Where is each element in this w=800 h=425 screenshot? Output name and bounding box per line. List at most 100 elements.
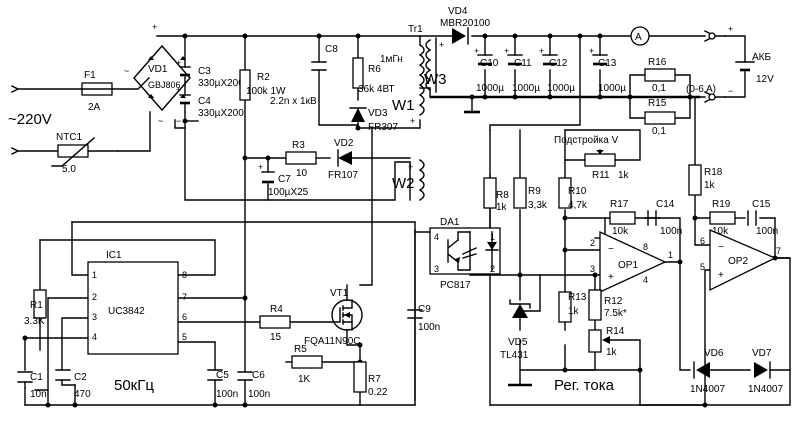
r6-value-label: 36k 4ВТ [358,84,395,95]
r3-value-label: 10 [296,168,308,179]
ic1-pin-7: 7 [182,292,187,302]
r2-value-label: 100k 1W [246,86,286,97]
capacitor-c5: C5 100n [207,369,238,400]
c5-value-label: 100n [216,389,238,400]
diode-vd4: VD4 MBR20100 [440,6,490,45]
capacitor-c3: + C3 330µX200 [176,58,244,89]
r9-value-label: 3,3k [528,200,548,211]
r5-value-label: 1K [298,374,311,385]
bridge-ac-bottom-mark: ~ [158,116,163,126]
r14-value-label: 1k [606,347,618,358]
resistor-r19: R19 10k [709,199,736,237]
c11-label: C11 [514,58,532,69]
capacitor-c11: + C11 1000µ [504,46,540,94]
capacitor-c9: C9 100n [407,304,440,333]
r13-value-label: 1k [568,306,580,317]
resistor-r18: R18 1k [688,164,723,196]
f1-rating-label: 2A [88,102,101,113]
vd5-type-label: TL431 [500,350,529,361]
resistor-r16: R16 0,1 [644,57,676,94]
w3-polarity-mark: + [439,40,444,50]
op1-inverting-mark: − [608,244,614,255]
op2-pin-7: 7 [776,246,781,256]
ic1-pin-6: 6 [182,312,187,322]
opamp-op1: − + OP1 2 3 1 8 4 [590,230,673,294]
tr1-label: Tr1 [408,24,423,35]
trimmer-r11: R11 1k [584,150,630,181]
c6-value-label: 100n [248,389,270,400]
vd4-type-label: MBR20100 [440,18,490,29]
vd7-label: VD7 [752,348,772,359]
r18-value-label: 1k [704,180,716,191]
vd6-type-label: 1N4007 [690,384,725,395]
c15-value-label: 100n [756,226,778,237]
r16-label: R16 [648,57,667,68]
potentiometer-r14: R14 1k [588,326,625,358]
c4-plus-mark: + [176,85,181,95]
vd1-type-label: GBJ806 [148,80,181,90]
ic1-pin-4: 4 [92,332,97,342]
battery-label: АКБ [752,52,771,63]
r7-value-label: 0.22 [368,387,388,398]
c2-value-label: 470 [74,389,91,400]
mains-voltage-label: ~220V [8,111,52,128]
capacitor-c15: C15 100n [747,199,778,237]
bridge-minus-mark: − [176,116,181,126]
c11-value-label: 1000µ [512,83,540,94]
r6-label: R6 [368,64,381,75]
resistor-r12: R12 7.5k* [588,289,627,321]
c1-label: C1 [30,372,43,383]
da1-pin-1: 1 [490,232,495,242]
resistor-r2: R2 100k 1W [239,69,286,101]
r10-label: R10 [568,186,587,197]
resistor-r8: R8 1k [483,177,509,213]
c12-label: C12 [549,58,568,69]
vt1-label: VT1 [330,288,349,299]
capacitor-c4: + C4 330µX200 [176,85,244,119]
ic1-pin-8: 8 [182,270,187,280]
vd5-label: VD5 [508,337,528,348]
r8-label: R8 [496,190,509,201]
r1-label: R1 [30,300,43,311]
r12-value-label: 7.5k* [604,308,627,319]
op1-pin-2: 2 [590,238,595,248]
op1-pin-8: 8 [643,242,648,252]
r7-label: R7 [368,374,381,385]
r5-label: R5 [294,344,307,355]
vd2-type-label: FR107 [328,170,358,181]
c8-value-label: 2.2n x 1кВ [270,96,317,107]
op1-label: OP1 [618,260,638,271]
r14-label: R14 [606,326,625,337]
ic1-type-label: UC3842 [108,306,145,317]
c10-value-label: 1000µ [476,83,504,94]
diode-vd6: VD6 1N4007 [690,348,725,395]
op2-pin-5: 5 [700,262,705,272]
c9-value-label: 100n [418,322,440,333]
r11-label: R11 [592,170,610,181]
c13-value-label: 1000µ [598,83,626,94]
capacitor-c2: C2 470 [55,369,91,400]
c7-label: C7 [278,174,291,185]
resistor-r6: R6 36k 4ВТ [352,57,395,95]
current-adjust-label: Рег. тока [554,377,615,394]
w1-polarity-mark: + [410,116,415,126]
capacitor-c10: + C10 1000µ [474,46,504,94]
current-range-label: (0-6 A) [686,84,716,95]
vd6-label: VD6 [704,348,724,359]
op1-pin-3: 3 [590,264,595,274]
r13-label: R13 [568,292,587,303]
c13-plus-mark: + [589,46,594,56]
op2-noninverting-mark: + [718,270,724,281]
c3-plus-mark: + [176,58,181,68]
resistor-r4: R4 15 [259,304,291,343]
output-terminals: + − [704,24,746,103]
r16-value-label: 0,1 [652,83,666,94]
da1-label: DA1 [440,217,460,228]
r3-label: R3 [292,140,305,151]
capacitor-c12: + C12 1000µ [539,46,575,94]
capacitor-c1: C1 10n [17,371,47,400]
op1-noninverting-mark: + [608,272,614,283]
vd1-label: VD1 [148,64,168,75]
ic1-label: IC1 [106,250,122,261]
r12-label: R12 [604,296,623,307]
